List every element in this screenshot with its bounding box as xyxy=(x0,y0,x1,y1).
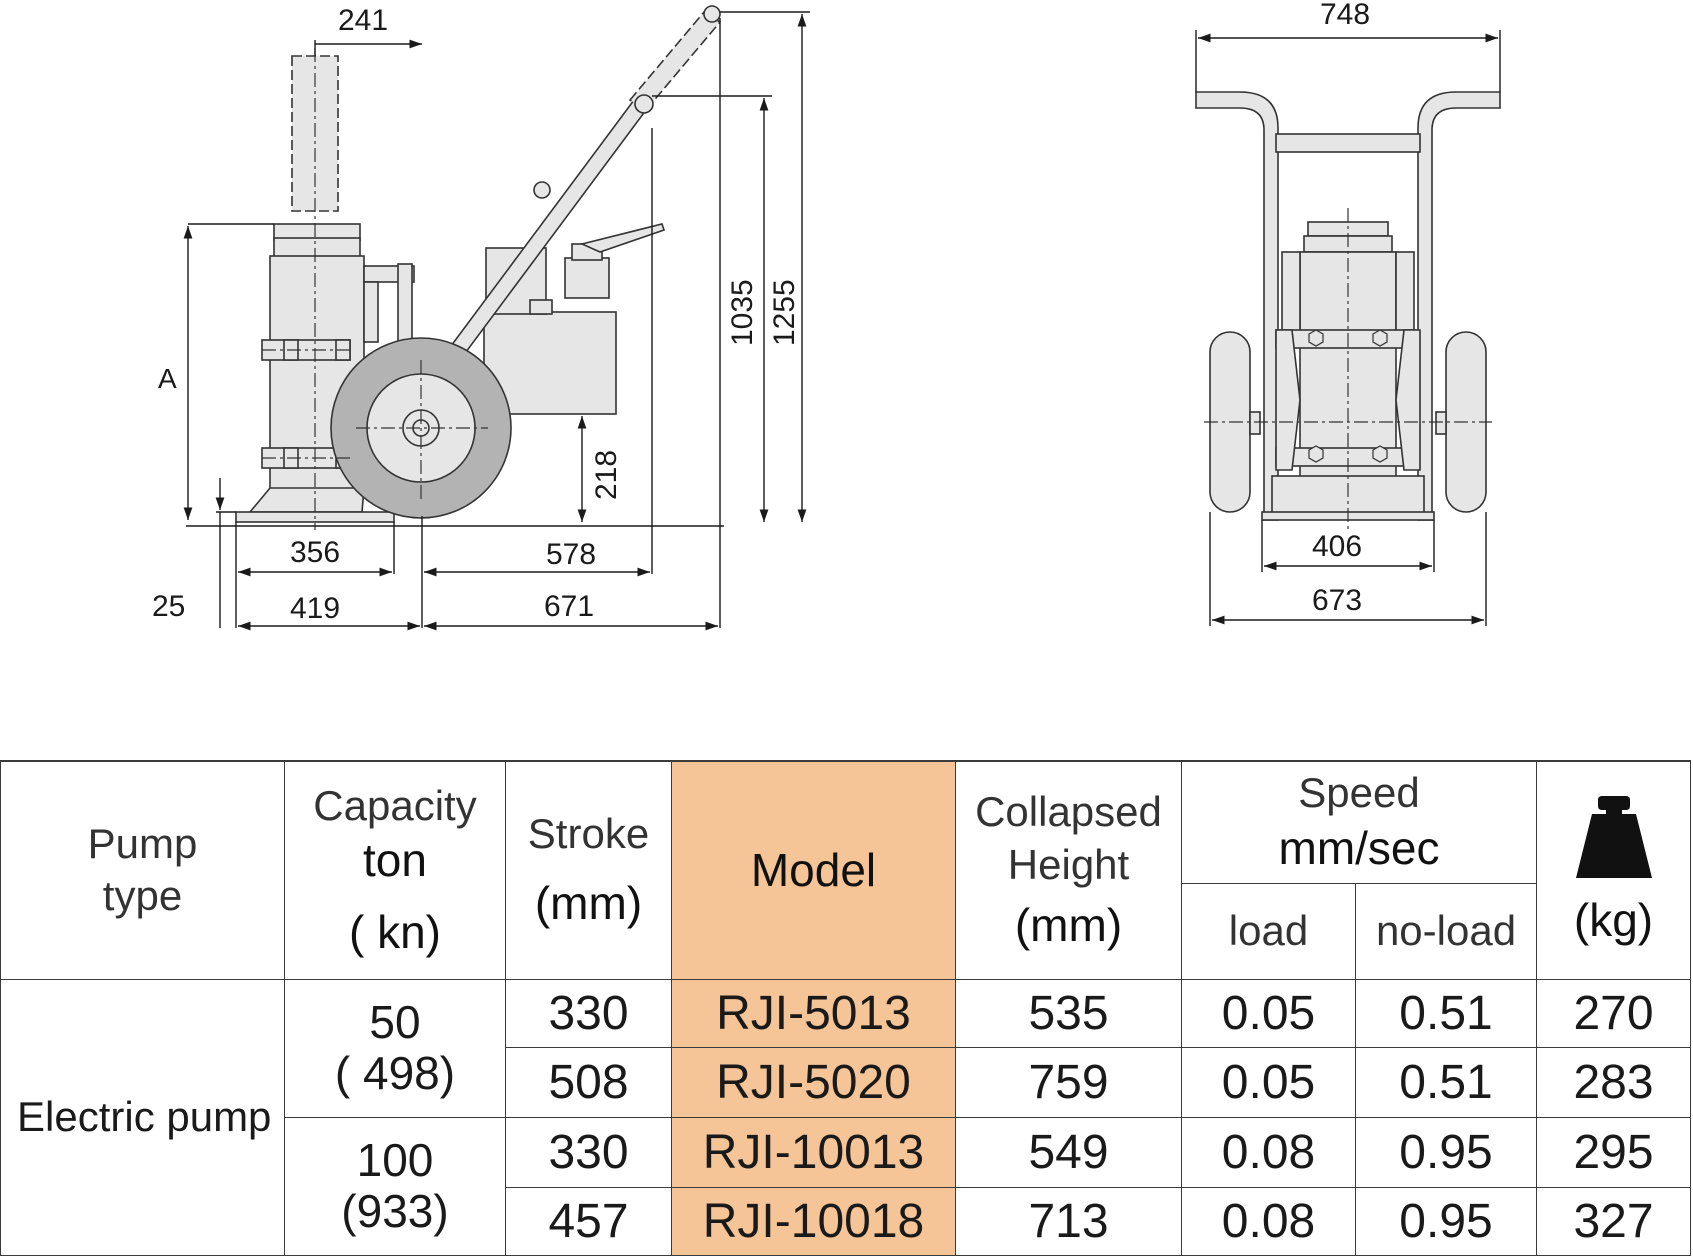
jack-base xyxy=(248,487,365,513)
table-row: 100 (933) 330 RJI-10013 549 0.08 0.95 29… xyxy=(1,1116,1691,1257)
front-view xyxy=(1195,91,1501,521)
technical-drawing: 241 A 356 578 25 419 671 218 1035 1255 xyxy=(152,0,1501,631)
spec-table: Pump type Capacity ton ( kn) Stroke (mm)… xyxy=(0,759,1691,1257)
stroke-cell: 330 xyxy=(505,978,672,1048)
capacity-cell: 100 (933) xyxy=(284,1116,506,1257)
speed-load-cell: 0.05 xyxy=(1181,978,1356,1048)
speed-load-cell: 0.08 xyxy=(1181,1116,1356,1188)
dim-a: A xyxy=(158,363,177,394)
header-model: Model xyxy=(671,759,956,980)
dim-406: 406 xyxy=(1312,530,1362,563)
stroke-cell: 330 xyxy=(505,1116,672,1188)
table-row: Electric pump 50 ( 498) 330 RJI-5013 535… xyxy=(0,978,1691,1257)
header-weight: (kg) xyxy=(1536,759,1691,980)
dim-671: 671 xyxy=(544,590,594,623)
dim-578: 578 xyxy=(546,538,596,571)
header-speed-load: load xyxy=(1181,882,1356,980)
speed-load-cell: 0.05 xyxy=(1181,1046,1356,1118)
speed-load-cell: 0.08 xyxy=(1181,1186,1356,1257)
weight-cell: 283 xyxy=(1536,1046,1691,1118)
header-speed: Speed mm/sec xyxy=(1181,759,1537,884)
dim-218: 218 xyxy=(590,450,623,500)
table-row: 457 RJI-10018 713 0.08 0.95 327 xyxy=(1,1186,1691,1257)
collapsed-cell: 549 xyxy=(955,1116,1182,1188)
model-cell: RJI-5013 xyxy=(671,978,956,1048)
weight-cell: 295 xyxy=(1536,1116,1691,1188)
dim-673: 673 xyxy=(1312,584,1362,617)
collapsed-cell: 713 xyxy=(955,1186,1182,1257)
dim-748: 748 xyxy=(1320,0,1370,31)
weight-cell: 327 xyxy=(1536,1186,1691,1257)
capacity-cell: 50 ( 498) xyxy=(284,978,506,1118)
model-cell: RJI-10018 xyxy=(671,1186,956,1257)
pump-type-cell: Electric pump xyxy=(0,978,285,1257)
dim-25: 25 xyxy=(152,590,185,623)
dim-1255: 1255 xyxy=(768,279,801,346)
header-pump-type: Pump type xyxy=(0,759,285,980)
weight-icon xyxy=(1575,795,1652,878)
side-view xyxy=(235,5,722,523)
dim-419: 419 xyxy=(290,592,340,625)
dim-1035: 1035 xyxy=(726,279,759,346)
speed-noload-cell: 0.95 xyxy=(1355,1116,1537,1188)
weight-cell: 270 xyxy=(1536,978,1691,1048)
header-collapsed-height: Collapsed Height (mm) xyxy=(955,759,1182,980)
model-cell: RJI-10013 xyxy=(671,1116,956,1188)
model-cell: RJI-5020 xyxy=(671,1046,956,1118)
stroke-cell: 508 xyxy=(505,1046,672,1118)
speed-noload-cell: 0.51 xyxy=(1355,978,1537,1048)
dim-241: 241 xyxy=(338,4,388,37)
speed-noload-cell: 0.95 xyxy=(1355,1186,1537,1257)
collapsed-cell: 759 xyxy=(955,1046,1182,1118)
collapsed-cell: 535 xyxy=(955,978,1182,1048)
header-speed-noload: no-load xyxy=(1355,882,1537,980)
stroke-cell: 457 xyxy=(505,1186,672,1257)
table-row: 508 RJI-5020 759 0.05 0.51 283 xyxy=(1,1046,1691,1118)
dim-356: 356 xyxy=(290,536,340,569)
speed-noload-cell: 0.51 xyxy=(1355,1046,1537,1118)
header-capacity: Capacity ton ( kn) xyxy=(284,759,506,980)
header-stroke: Stroke (mm) xyxy=(505,759,672,980)
